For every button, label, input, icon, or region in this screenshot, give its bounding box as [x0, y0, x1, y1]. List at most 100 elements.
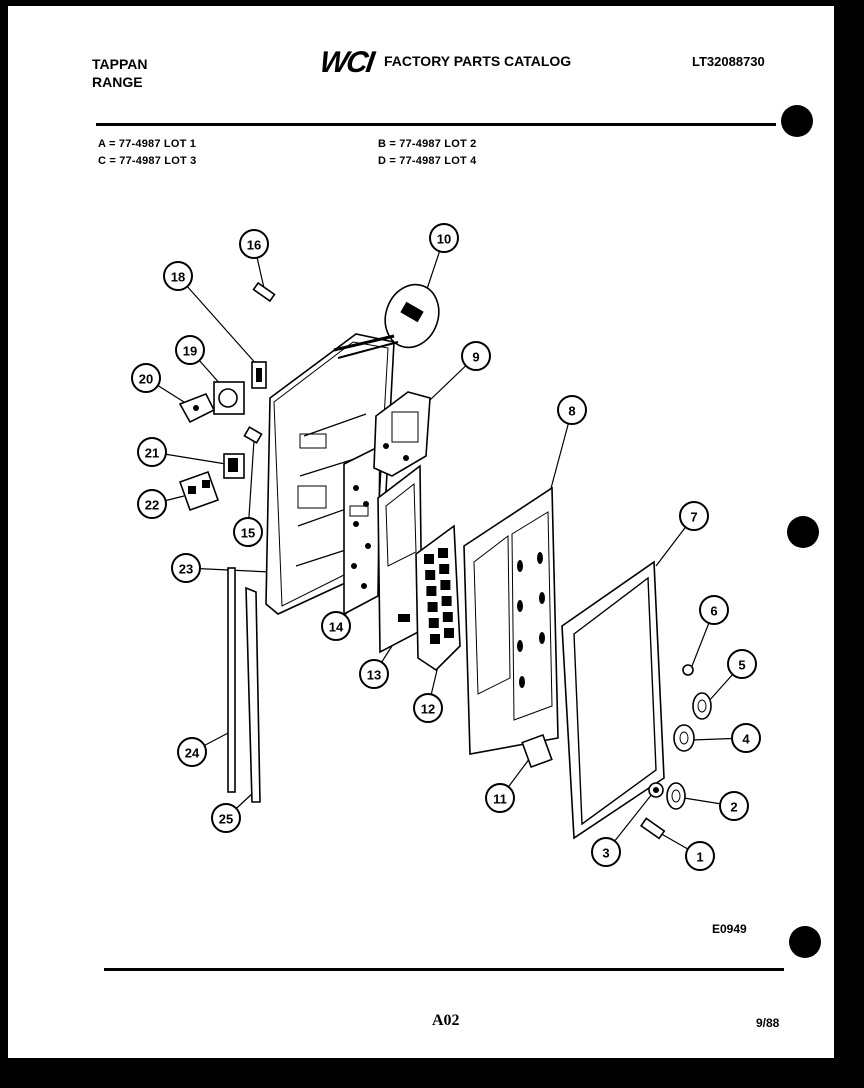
control-knob-mark	[537, 552, 543, 564]
part-19	[213, 381, 245, 415]
callout-1: 1	[685, 841, 715, 871]
binder-hole-middle	[787, 516, 819, 548]
keypad-key	[439, 564, 450, 574]
keypad-key	[430, 634, 440, 644]
callout-13: 13	[359, 659, 389, 689]
callout-label-1: 1	[696, 850, 703, 865]
callout-circle-3	[591, 837, 621, 867]
lot-c: C = 77-4987 LOT 3	[98, 155, 197, 167]
callout-circle-19	[175, 335, 205, 365]
callout-circle-14	[321, 611, 351, 641]
callout-19: 19	[175, 335, 205, 365]
callout-label-8: 8	[568, 404, 575, 419]
callout-12: 12	[413, 693, 443, 723]
callout-label-20: 20	[139, 372, 153, 387]
callout-label-15: 15	[241, 526, 255, 541]
callout-label-3: 3	[602, 846, 609, 861]
print-date: 9/88	[756, 1016, 780, 1030]
callout-24: 24	[177, 737, 207, 767]
part-6	[682, 664, 694, 676]
callout-label-14: 14	[329, 620, 344, 635]
control-knob-mark	[517, 640, 523, 652]
part-20	[178, 392, 216, 424]
callout-label-23: 23	[179, 562, 193, 577]
callout-25: 25	[211, 803, 241, 833]
callout-circle-8	[557, 395, 587, 425]
part-22	[178, 470, 220, 512]
part-16	[252, 281, 276, 303]
part-5	[692, 692, 712, 720]
callout-label-5: 5	[738, 658, 745, 673]
control-knob-mark	[517, 600, 523, 612]
keypad-key	[438, 548, 448, 558]
callout-circle-20	[131, 363, 161, 393]
callout-2: 2	[719, 791, 749, 821]
keypad-key	[441, 596, 452, 606]
membrane-panel	[377, 464, 423, 654]
callout-circle-6	[699, 595, 729, 625]
callout-label-16: 16	[247, 238, 261, 253]
callout-15: 15	[233, 517, 263, 547]
callout-circle-18	[163, 261, 193, 291]
brand-line-1: TAPPAN	[92, 56, 148, 72]
callout-label-18: 18	[171, 270, 185, 285]
callout-3: 3	[591, 837, 621, 867]
keypad-key	[440, 580, 451, 590]
keypad-key	[444, 628, 454, 638]
callout-circle-9	[461, 341, 491, 371]
callout-circle-23	[171, 553, 201, 583]
callout-label-21: 21	[145, 446, 159, 461]
callout-circle-15	[233, 517, 263, 547]
part-2	[666, 782, 686, 810]
callout-8: 8	[557, 395, 587, 425]
callout-circle-4	[731, 723, 761, 753]
callout-label-19: 19	[183, 344, 197, 359]
callout-circle-11	[485, 783, 515, 813]
callout-5: 5	[727, 649, 757, 679]
circuit-board	[343, 444, 381, 616]
catalog-title: FACTORY PARTS CATALOG	[384, 53, 572, 69]
callout-20: 20	[131, 363, 161, 393]
callout-label-13: 13	[367, 668, 381, 683]
lot-d: D = 77-4987 LOT 4	[378, 155, 477, 167]
part-1	[640, 817, 666, 840]
callout-label-12: 12	[421, 702, 435, 717]
door-frame	[561, 560, 665, 840]
keypad-key	[425, 570, 436, 580]
part-15	[243, 426, 263, 444]
part-4	[673, 724, 695, 752]
control-knob-mark	[539, 632, 545, 644]
callout-circle-21	[137, 437, 167, 467]
binder-hole-bottom	[789, 926, 821, 958]
callout-circle-25	[211, 803, 241, 833]
catalog-page: TAPPAN RANGE WCI FACTORY PARTS CATALOG L…	[8, 6, 834, 1058]
control-module	[373, 391, 431, 477]
lot-a: A = 77-4987 LOT 1	[98, 138, 197, 150]
part-21	[223, 453, 245, 479]
leader-line-18	[177, 275, 259, 367]
callout-11: 11	[485, 783, 515, 813]
part-11	[521, 733, 553, 769]
header-rule	[96, 123, 776, 126]
keypad-key	[428, 618, 439, 628]
callout-label-9: 9	[472, 350, 479, 365]
keypad	[415, 524, 461, 672]
lot-b: B = 77-4987 LOT 2	[378, 138, 477, 150]
callout-label-11: 11	[493, 792, 507, 807]
callout-circle-16	[239, 229, 269, 259]
callout-label-4: 4	[742, 732, 750, 747]
callout-circle-2	[719, 791, 749, 821]
callout-10: 10	[429, 223, 459, 253]
callout-circle-24	[177, 737, 207, 767]
control-knob-mark	[539, 592, 545, 604]
callout-circle-7	[679, 501, 709, 531]
brand-line-2: RANGE	[92, 74, 143, 90]
callout-label-10: 10	[437, 232, 451, 247]
keypad-key	[424, 554, 434, 564]
callout-circle-10	[429, 223, 459, 253]
control-knob-mark	[519, 676, 525, 688]
control-panel	[463, 486, 559, 755]
keypad-key	[426, 586, 437, 596]
callout-circle-12	[413, 693, 443, 723]
